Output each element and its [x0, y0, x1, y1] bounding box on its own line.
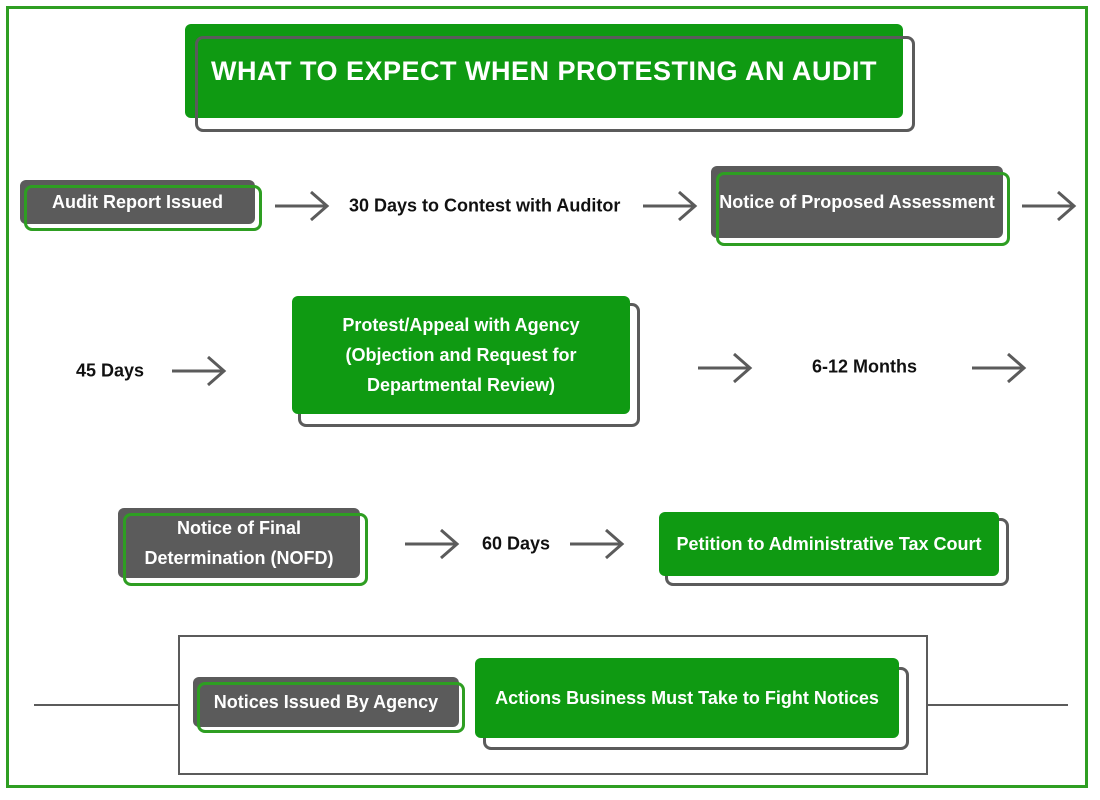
protest-line-1: Protest/Appeal with Agency	[342, 315, 580, 335]
legend-notices-label: Notices Issued By Agency	[213, 691, 439, 712]
legend-notices-box: Notices Issued By Agency	[193, 677, 465, 733]
petition-label: Petition to Administrative Tax Court	[676, 533, 982, 554]
legend-line-right	[928, 704, 1068, 706]
protest-line-2: (Objection and Request for	[345, 345, 577, 365]
months-6-12-label: 6-12 Months	[812, 356, 918, 377]
contest-30-days-label: 30 Days to Contest with Auditor	[349, 195, 621, 216]
nofd-line-1: Notice of Final	[176, 518, 301, 538]
arrow-right-icon	[972, 352, 1027, 384]
protest-line-3: Departmental Review)	[366, 375, 556, 395]
legend-actions-label: Actions Business Must Take to Fight Noti…	[495, 687, 879, 708]
proposed-assessment-label: Notice of Proposed Assessment	[719, 191, 995, 212]
legend-actions-box: Actions Business Must Take to Fight Noti…	[475, 658, 909, 750]
arrow-right-icon	[643, 190, 698, 222]
arrow-right-icon	[405, 528, 460, 560]
outer-frame	[6, 6, 1088, 788]
arrow-right-icon	[570, 528, 625, 560]
legend-line-left	[34, 704, 178, 706]
nofd-box: Notice of Final Determination (NOFD)	[118, 508, 368, 586]
petition-box: Petition to Administrative Tax Court	[659, 512, 1009, 586]
arrow-right-icon	[172, 355, 227, 387]
audit-report-label: Audit Report Issued	[51, 191, 223, 212]
days-60-label: 60 Days	[482, 533, 551, 554]
proposed-assessment-box: Notice of Proposed Assessment	[711, 166, 1011, 246]
arrow-right-icon	[275, 190, 330, 222]
protest-appeal-box: Protest/Appeal with Agency (Objection an…	[292, 296, 642, 428]
arrow-right-icon	[698, 352, 753, 384]
arrow-right-icon	[1022, 190, 1077, 222]
audit-report-box: Audit Report Issued	[20, 180, 262, 232]
days-45-label: 45 Days	[76, 360, 145, 381]
page-title: WHAT TO EXPECT WHEN PROTESTING AN AUDIT	[211, 55, 877, 86]
title-box: WHAT TO EXPECT WHEN PROTESTING AN AUDIT	[185, 24, 915, 132]
nofd-line-2: Determination (NOFD)	[144, 548, 334, 568]
legend-frame	[178, 635, 928, 775]
